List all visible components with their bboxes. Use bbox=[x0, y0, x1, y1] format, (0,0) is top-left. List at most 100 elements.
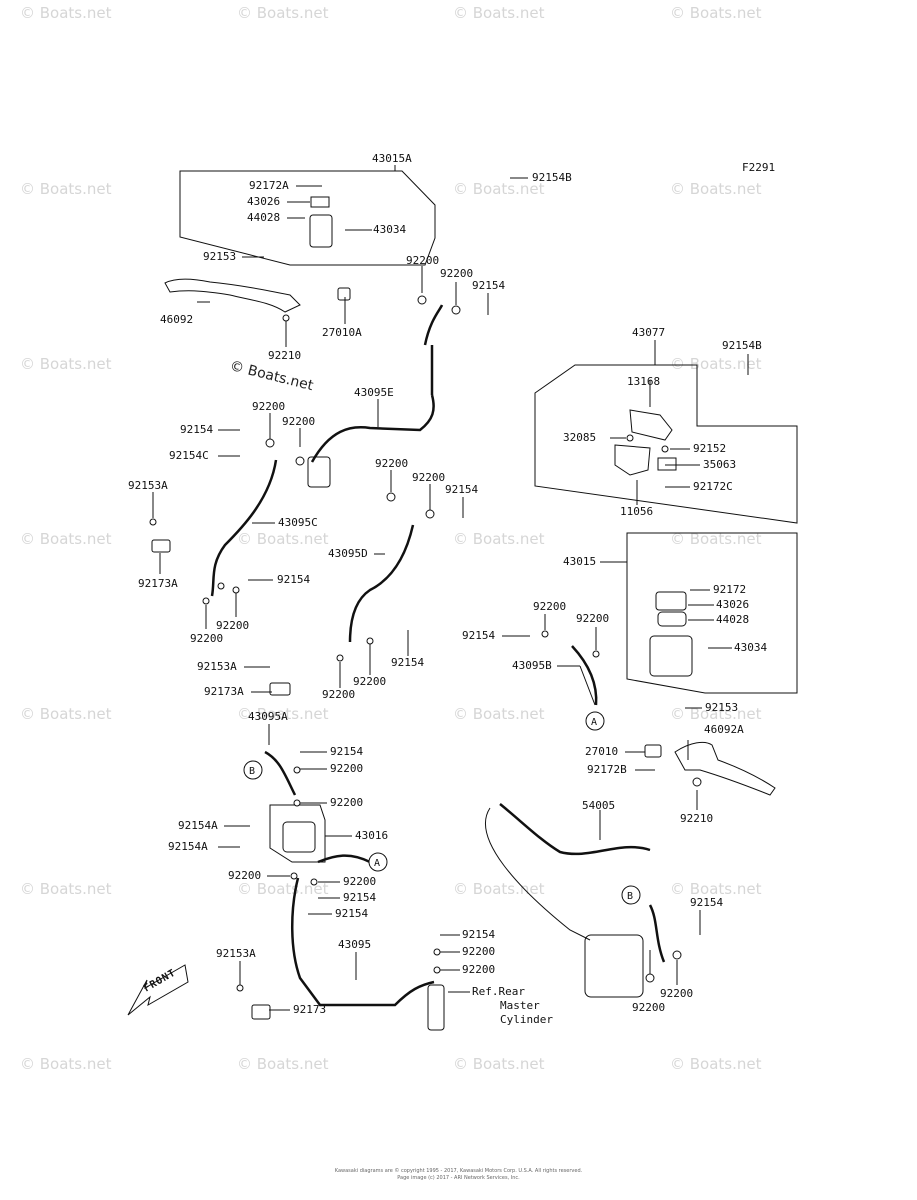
part-label[interactable]: 92154 bbox=[445, 483, 479, 496]
part-label[interactable]: 92154 bbox=[391, 656, 425, 669]
part-label[interactable]: 43077 bbox=[632, 326, 666, 339]
part-label[interactable]: 92200 bbox=[632, 1001, 666, 1014]
watermark: © Boats.net bbox=[237, 530, 329, 548]
watermark: © Boats.net bbox=[453, 530, 545, 548]
watermark: © Boats.net bbox=[453, 4, 545, 22]
part-label[interactable]: 35063 bbox=[703, 458, 737, 471]
hose-43095E bbox=[310, 394, 435, 463]
watermark: © Boats.net bbox=[20, 1055, 112, 1073]
part-label[interactable]: 92152 bbox=[693, 442, 727, 455]
part-label[interactable]: 92200 bbox=[406, 254, 440, 267]
part-label[interactable]: 43095D bbox=[328, 547, 368, 560]
part-label[interactable]: 92200 bbox=[322, 688, 356, 701]
part-label[interactable]: 92200 bbox=[190, 632, 224, 645]
part-label[interactable]: 92153A bbox=[216, 947, 256, 960]
part-label[interactable]: 92154 bbox=[277, 573, 311, 586]
part-label[interactable]: 92154 bbox=[462, 928, 496, 941]
rear-master-cylinder bbox=[427, 984, 445, 1031]
part-label[interactable]: 54005 bbox=[582, 799, 616, 812]
part-label[interactable]: 92173A bbox=[204, 685, 244, 698]
watermark: © Boats.net bbox=[20, 705, 112, 723]
part-label[interactable]: 43026 bbox=[247, 195, 281, 208]
assembly-box-43016 bbox=[269, 804, 326, 863]
part-label[interactable]: 92200 bbox=[330, 762, 364, 775]
part-label[interactable]: 32085 bbox=[563, 431, 597, 444]
watermark: © Boats.net bbox=[20, 530, 112, 548]
part-label[interactable]: 92153 bbox=[705, 701, 739, 714]
part-label[interactable]: 92200 bbox=[343, 875, 377, 888]
part-label[interactable]: 92200 bbox=[576, 612, 610, 625]
part-label[interactable]: 92153A bbox=[128, 479, 168, 492]
part-label[interactable]: 92200 bbox=[216, 619, 250, 632]
part-label[interactable]: 92153A bbox=[197, 660, 237, 673]
part-label[interactable]: 92173A bbox=[138, 577, 178, 590]
brake-caliper bbox=[584, 934, 644, 998]
part-label[interactable]: 92200 bbox=[353, 675, 387, 688]
part-label[interactable]: 92154A bbox=[168, 840, 208, 853]
part-label[interactable]: 92200 bbox=[533, 600, 567, 613]
part-label[interactable]: 92200 bbox=[282, 415, 316, 428]
assembly-box-43015A bbox=[179, 170, 436, 266]
callout-a: A bbox=[591, 717, 597, 728]
part-label[interactable]: 92154B bbox=[722, 339, 762, 352]
part-label[interactable]: 43026 bbox=[716, 598, 750, 611]
part-label[interactable]: 43095C bbox=[278, 516, 318, 529]
part-label[interactable]: 13168 bbox=[627, 375, 661, 388]
part-label[interactable]: 92154 bbox=[330, 745, 364, 758]
part-label[interactable]: 92172C bbox=[693, 480, 733, 493]
part-label[interactable]: 92172B bbox=[587, 763, 627, 776]
hose-43095B bbox=[571, 645, 598, 706]
callout-a: A bbox=[374, 858, 380, 869]
part-label[interactable]: 92200 bbox=[228, 869, 262, 882]
watermark: © Boats.net bbox=[237, 705, 329, 723]
part-label[interactable]: 92200 bbox=[440, 267, 474, 280]
part-label[interactable]: 92200 bbox=[375, 457, 409, 470]
part-label[interactable]: 44028 bbox=[247, 211, 281, 224]
part-label[interactable]: 43015 bbox=[563, 555, 597, 568]
part-label[interactable]: 46092 bbox=[160, 313, 194, 326]
part-label[interactable]: 43095E bbox=[354, 386, 394, 399]
footer-copyright: Kawasaki diagrams are © copyright 1995 -… bbox=[334, 1168, 583, 1174]
part-label[interactable]: 92154 bbox=[335, 907, 369, 920]
part-label[interactable]: 92210 bbox=[268, 349, 302, 362]
watermark: © Boats.net bbox=[670, 180, 762, 198]
part-label[interactable]: 92200 bbox=[660, 987, 694, 1000]
part-label[interactable]: 92154 bbox=[343, 891, 377, 904]
part-label[interactable]: 43034 bbox=[373, 223, 407, 236]
part-label[interactable]: 92173 bbox=[293, 1003, 327, 1016]
part-label[interactable]: 92154 bbox=[180, 423, 214, 436]
part-label[interactable]: 43095B bbox=[512, 659, 552, 672]
part-label[interactable]: 43016 bbox=[355, 829, 389, 842]
part-label[interactable]: 92172A bbox=[249, 179, 289, 192]
part-label[interactable]: 92154 bbox=[472, 279, 506, 292]
part-label[interactable]: 44028 bbox=[716, 613, 750, 626]
part-label[interactable]: 11056 bbox=[620, 505, 654, 518]
part-label[interactable]: 92200 bbox=[252, 400, 286, 413]
part-label[interactable]: 92154A bbox=[178, 819, 218, 832]
part-label[interactable]: 43095 bbox=[338, 938, 372, 951]
lever-46092A bbox=[674, 741, 776, 796]
part-label[interactable]: 92153 bbox=[203, 250, 237, 263]
part-label[interactable]: 92172 bbox=[713, 583, 747, 596]
part-label[interactable]: 92200 bbox=[462, 963, 496, 976]
part-label[interactable]: 92200 bbox=[330, 796, 364, 809]
part-label[interactable]: 92200 bbox=[462, 945, 496, 958]
part-label[interactable]: 92154C bbox=[169, 449, 209, 462]
part-label[interactable]: 27010A bbox=[322, 326, 362, 339]
part-label[interactable]: 92200 bbox=[412, 471, 446, 484]
part-label[interactable]: 92210 bbox=[680, 812, 714, 825]
part-label[interactable]: 43015A bbox=[372, 152, 412, 165]
part-label[interactable]: 92154 bbox=[690, 896, 724, 909]
part-label[interactable]: 43034 bbox=[734, 641, 768, 654]
master-cylinder-center bbox=[307, 456, 331, 488]
part-label[interactable]: 46092A bbox=[704, 723, 744, 736]
watermark: © Boats.net bbox=[670, 880, 762, 898]
ref-note-line2: Master bbox=[500, 999, 540, 1012]
part-label[interactable]: 92154 bbox=[462, 629, 496, 642]
callout-b: B bbox=[627, 891, 633, 902]
diagram-code: F2291 bbox=[742, 161, 776, 174]
part-label[interactable]: 43095A bbox=[248, 710, 288, 723]
part-label[interactable]: 27010 bbox=[585, 745, 619, 758]
part-label[interactable]: 92154B bbox=[532, 171, 572, 184]
